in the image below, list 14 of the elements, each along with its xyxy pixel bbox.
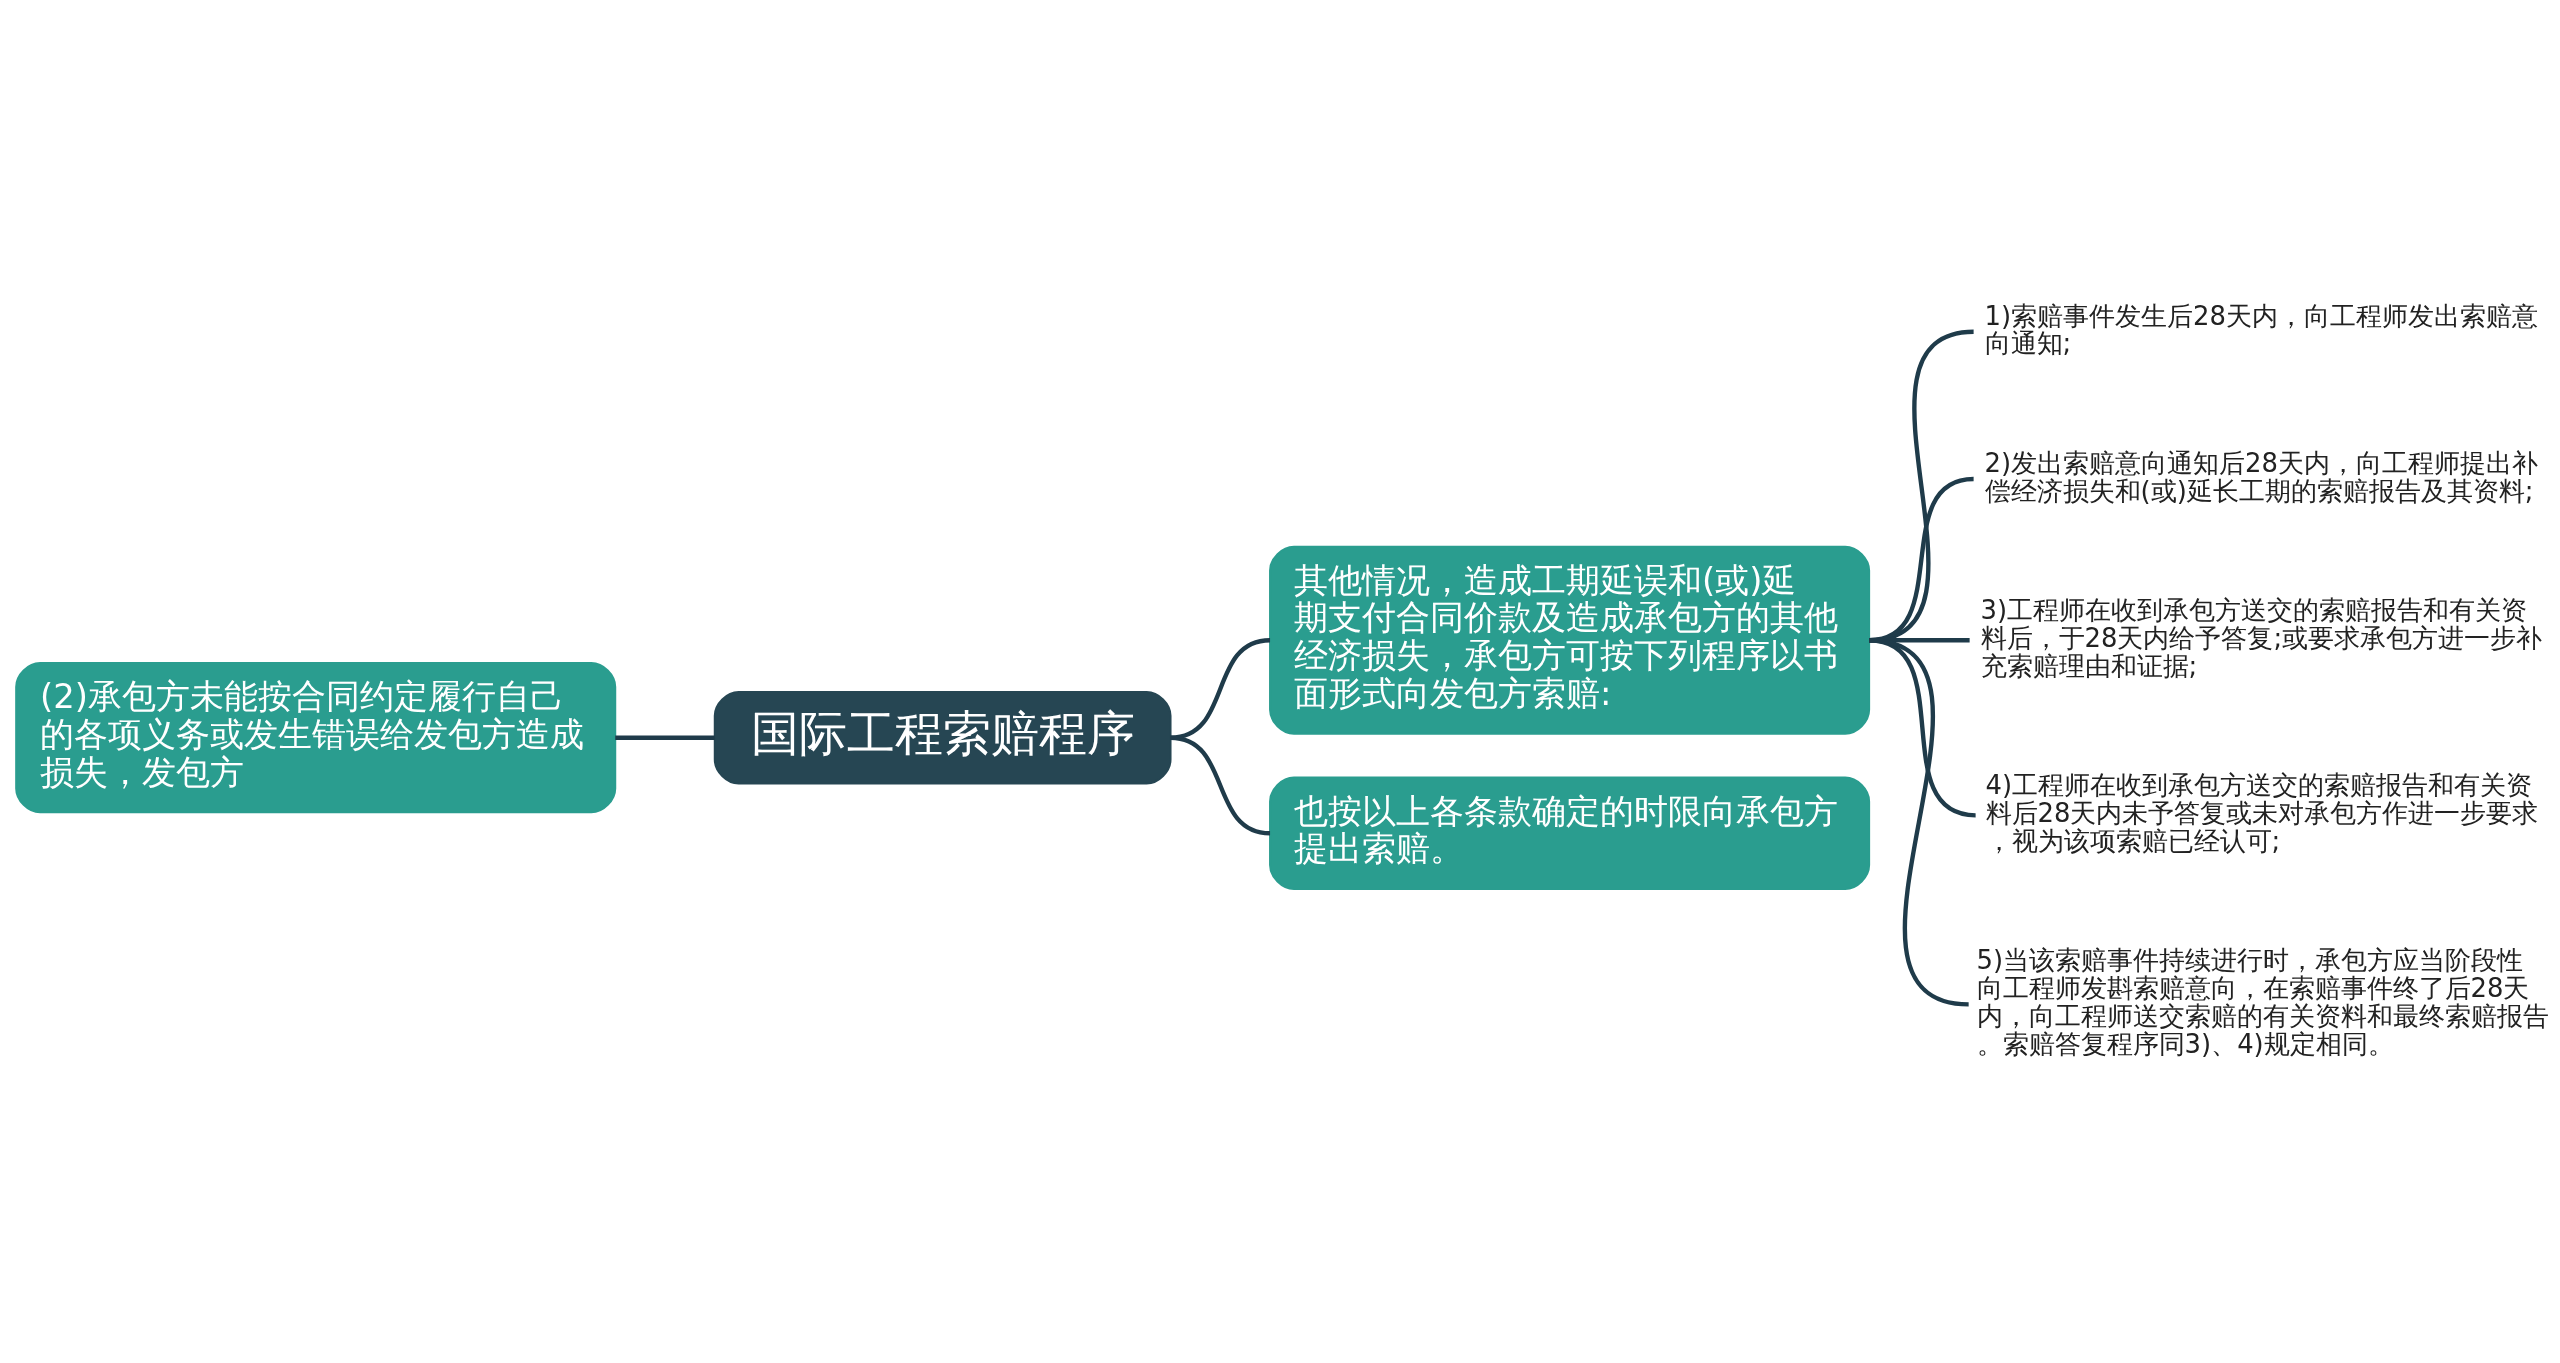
node-box: 也按以上各条款确定的时限向承包方提出索赔。 [1269, 776, 1871, 890]
node-box: 其他情况，造成工期延误和(或)延期支付合同价款及造成承包方的其他经济损失，承包方可按下列程序以书面形式向发包方索赔: [1269, 545, 1871, 735]
node-box: 国际工程索赔程序 [713, 690, 1172, 784]
connector [615, 735, 715, 740]
node-box: (2)承包方未能按合同约定履行自己的各项义务或发生错误给发包方造成损失，发包方 [15, 661, 617, 813]
node-text: 2)发出索赔意向通知后28天内，向工程师提出补偿经济损失和(或)延长工期的索赔报告及其资料; [1984, 447, 2539, 506]
node-text: 1)索赔事件发生后28天内，向工程师发出索赔意向通知; [1984, 300, 2539, 358]
connector [1868, 637, 1970, 1007]
node-text: 4)工程师在收到承包方送交的索赔报告和有关资料后28天内未予答复或未对承包方作进一步要求，视为该项索赔已经认可; [1985, 769, 2539, 856]
connector [1868, 637, 1976, 817]
node-text: 3)工程师在收到承包方送交的索赔报告和有关资料后，于28天内给予答复;或要求承包方进一步补充索赔理由和证据; [1980, 594, 2543, 681]
connector [1170, 637, 1271, 740]
node-text: 5)当该索赔事件持续进行时，承包方应当阶段性向工程师发斟索赔意向，在索赔事件终了后28天内，向工程师送交索赔的有关资料和最终索赔报告。索赔答复程序同3)、4)规定相同。 [1976, 944, 2549, 1059]
connector [1170, 735, 1271, 835]
